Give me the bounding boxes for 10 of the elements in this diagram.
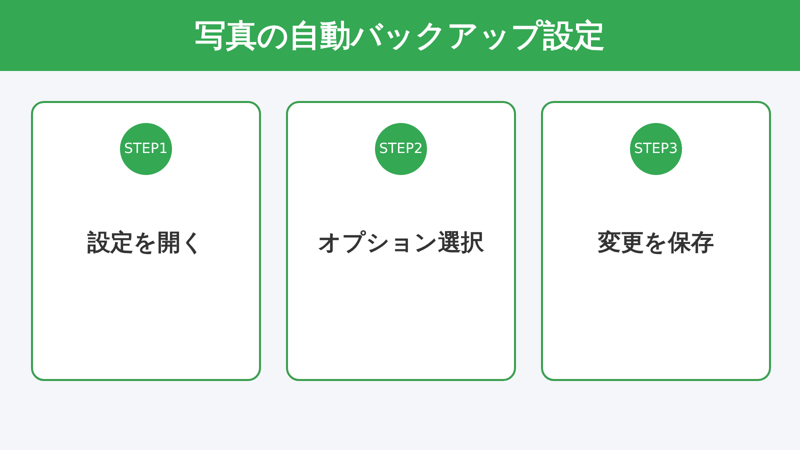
- step-badge: STEP2: [375, 123, 427, 175]
- step-card: [286, 101, 516, 381]
- step-badge: STEP3: [630, 123, 682, 175]
- step-card: [541, 101, 771, 381]
- step-card: [31, 101, 261, 381]
- step-title: 変更を保存: [598, 229, 714, 258]
- step-title: オプション選択: [318, 229, 484, 258]
- step-badge: STEP1: [120, 123, 172, 175]
- title-banner: 写真の自動バックアップ設定: [0, 0, 800, 71]
- step-title: 設定を開く: [88, 229, 204, 258]
